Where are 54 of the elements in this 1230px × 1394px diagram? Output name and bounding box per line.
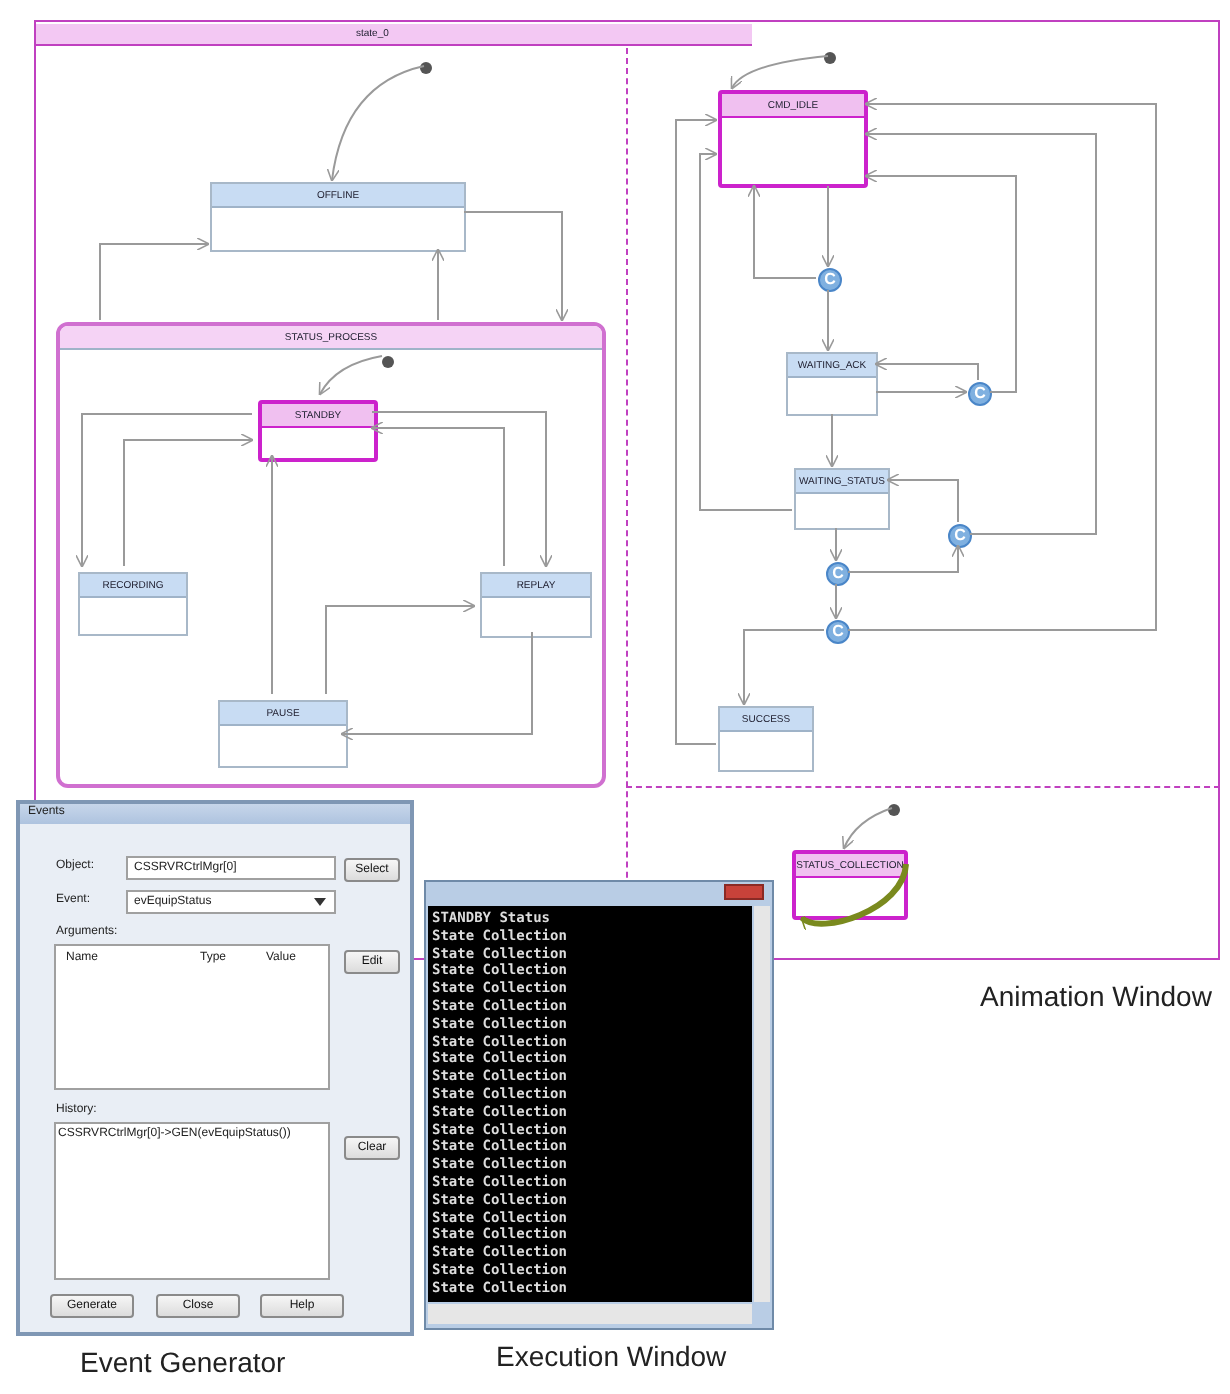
transition-arrow <box>864 169 1017 393</box>
state-box <box>786 352 878 416</box>
transition-arrow <box>864 127 1097 535</box>
state-box <box>718 706 814 772</box>
initial-dot <box>824 52 836 64</box>
initial-dot <box>382 356 394 368</box>
transition-arrow <box>75 413 253 568</box>
active-state <box>792 850 908 920</box>
transition-arrow <box>874 357 979 381</box>
state-box <box>210 182 466 252</box>
condition-connector: C <box>826 562 850 586</box>
transition-arrow <box>821 185 835 268</box>
transition-arrow <box>737 629 825 706</box>
condition-connector: C <box>968 382 992 406</box>
transition-arrow <box>875 385 968 399</box>
active-state <box>258 400 378 462</box>
condition-connector: C <box>948 524 972 548</box>
transition-arrow <box>318 355 383 396</box>
transition-arrow <box>886 473 959 523</box>
composite-state <box>56 322 606 788</box>
transition-arrow <box>325 599 476 695</box>
transition-arrow <box>842 807 893 850</box>
active-state <box>718 90 868 188</box>
initial-dot <box>420 62 432 74</box>
transition-arrow <box>847 544 965 573</box>
condition-connector: C <box>826 620 850 644</box>
transition-arrow <box>821 289 835 352</box>
state-box <box>78 572 188 636</box>
transition-arrow <box>327 65 425 182</box>
transition-arrow <box>265 454 279 695</box>
transition-arrow <box>829 527 843 562</box>
transition-arrow <box>675 113 718 745</box>
transition-arrow <box>847 97 1157 631</box>
state-box <box>480 572 592 638</box>
state-box <box>218 700 348 768</box>
transition-arrow <box>370 421 505 567</box>
initial-dot <box>888 804 900 816</box>
transition-arrow <box>730 55 829 90</box>
self-transition-arrow <box>800 863 909 930</box>
transition-arrow <box>99 237 210 321</box>
transition-arrow <box>371 411 553 568</box>
transition-arrow <box>829 583 843 620</box>
transition-arrow <box>340 631 533 741</box>
state-box <box>794 468 890 530</box>
transition-arrow <box>747 184 817 279</box>
caption: Execution Window <box>496 1340 727 1372</box>
caption: Animation Window <box>980 980 1212 1012</box>
caption: Event Generator <box>80 1346 286 1378</box>
condition-connector: C <box>818 268 842 292</box>
transition-arrow <box>123 433 254 567</box>
transition-arrow <box>431 248 445 321</box>
transition-arrow <box>825 413 839 468</box>
transition-arrow <box>699 147 793 511</box>
transition-arrow <box>463 211 569 322</box>
